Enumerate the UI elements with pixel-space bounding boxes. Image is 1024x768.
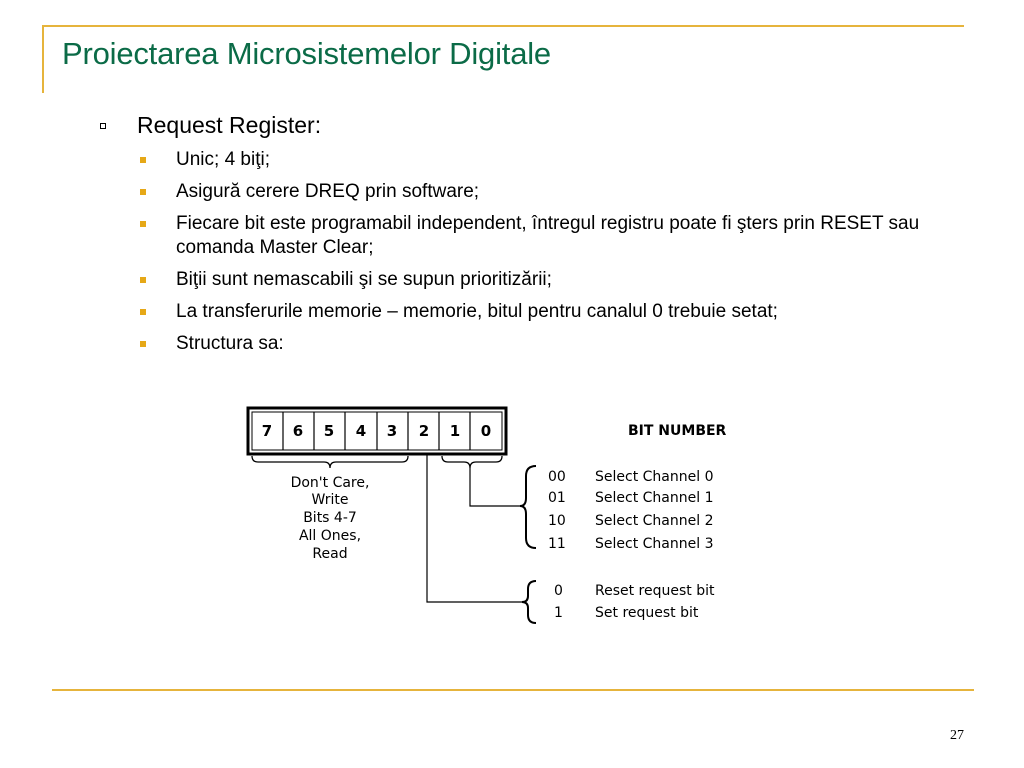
channel-code: 01 (548, 490, 566, 506)
channel-code: 11 (548, 536, 566, 552)
page-number: 27 (950, 728, 964, 743)
bullet-text: Unic; 4 biţi; (176, 149, 270, 170)
bit-cell-6: 6 (293, 422, 303, 440)
square-bullet-icon (140, 309, 146, 315)
bullet-text: Asigură cerere DREQ prin software; (176, 181, 480, 202)
square-bullet-icon (140, 157, 146, 163)
bit-number-label: BIT NUMBER (628, 423, 727, 439)
dont-care-line: Bits 4-7 (303, 510, 357, 526)
bullet-text: La transferurile memorie – memorie, bitu… (176, 301, 778, 322)
dont-care-brace (251, 455, 409, 469)
square-bullet-icon (140, 221, 146, 227)
square-bullet-icon (140, 341, 146, 347)
bullet-item: Asigură cerere DREQ prin software; (140, 180, 970, 204)
bullet-text: Biţii sunt nemascabili şi se supun prior… (176, 269, 552, 290)
bit-dividers (282, 412, 471, 450)
bullet-item: Biţii sunt nemascabili şi se supun prior… (140, 268, 970, 292)
channel-select-brace (441, 455, 503, 469)
bullet-item: La transferurile memorie – memorie, bitu… (140, 300, 970, 324)
request-code: 0 (554, 583, 563, 599)
dont-care-line: Don't Care, (291, 475, 370, 491)
bit-cell-2: 2 (419, 422, 429, 440)
bullet-item: Unic; 4 biţi; (140, 148, 970, 172)
bullet-text: Fiecare bit este programabil independent… (176, 213, 920, 258)
channel-label: Select Channel 3 (595, 536, 713, 552)
hollow-square-bullet-icon (100, 123, 106, 129)
bullet-item: Structura sa: (140, 332, 970, 356)
left-rule (42, 25, 44, 93)
bit-cell-7: 7 (262, 422, 272, 440)
channel-code: 00 (548, 469, 566, 485)
bit-cell-0: 0 (481, 422, 491, 440)
channel-label: Select Channel 2 (595, 513, 713, 529)
register-outer-border (246, 406, 508, 456)
bullet-text: Structura sa: (176, 333, 284, 354)
dont-care-line: Write (312, 492, 349, 508)
bit-cell-3: 3 (387, 422, 397, 440)
square-bullet-icon (140, 189, 146, 195)
top-rule (42, 25, 964, 27)
request-label: Reset request bit (595, 583, 715, 599)
heading-text: Request Register: (137, 112, 322, 138)
request-code: 1 (554, 605, 563, 621)
channel-label: Select Channel 1 (595, 490, 713, 506)
channel-label: Select Channel 0 (595, 469, 713, 485)
request-codes-curly-brace (521, 580, 537, 624)
request-label: Set request bit (595, 605, 699, 621)
bit-cell-4: 4 (356, 422, 366, 440)
bottom-rule (52, 689, 974, 691)
channel-codes-curly-brace (519, 465, 537, 549)
channel-connector-line (469, 468, 522, 507)
bit-cell-1: 1 (450, 422, 460, 440)
dont-care-line: Read (312, 546, 347, 562)
bullet-list: Unic; 4 biţi; Asigură cerere DREQ prin s… (140, 148, 970, 364)
request-connector-line (426, 454, 522, 603)
dont-care-line: All Ones, (299, 528, 361, 544)
request-register-diagram: 7 6 5 4 3 2 1 0 BIT NUMBER Don't Care, W… (246, 406, 727, 624)
bit-cell-5: 5 (324, 422, 334, 440)
square-bullet-icon (140, 277, 146, 283)
slide-title: Proiectarea Microsistemelor Digitale (62, 36, 551, 71)
channel-code: 10 (548, 513, 566, 529)
bullet-item: Fiecare bit este programabil independent… (140, 212, 970, 260)
